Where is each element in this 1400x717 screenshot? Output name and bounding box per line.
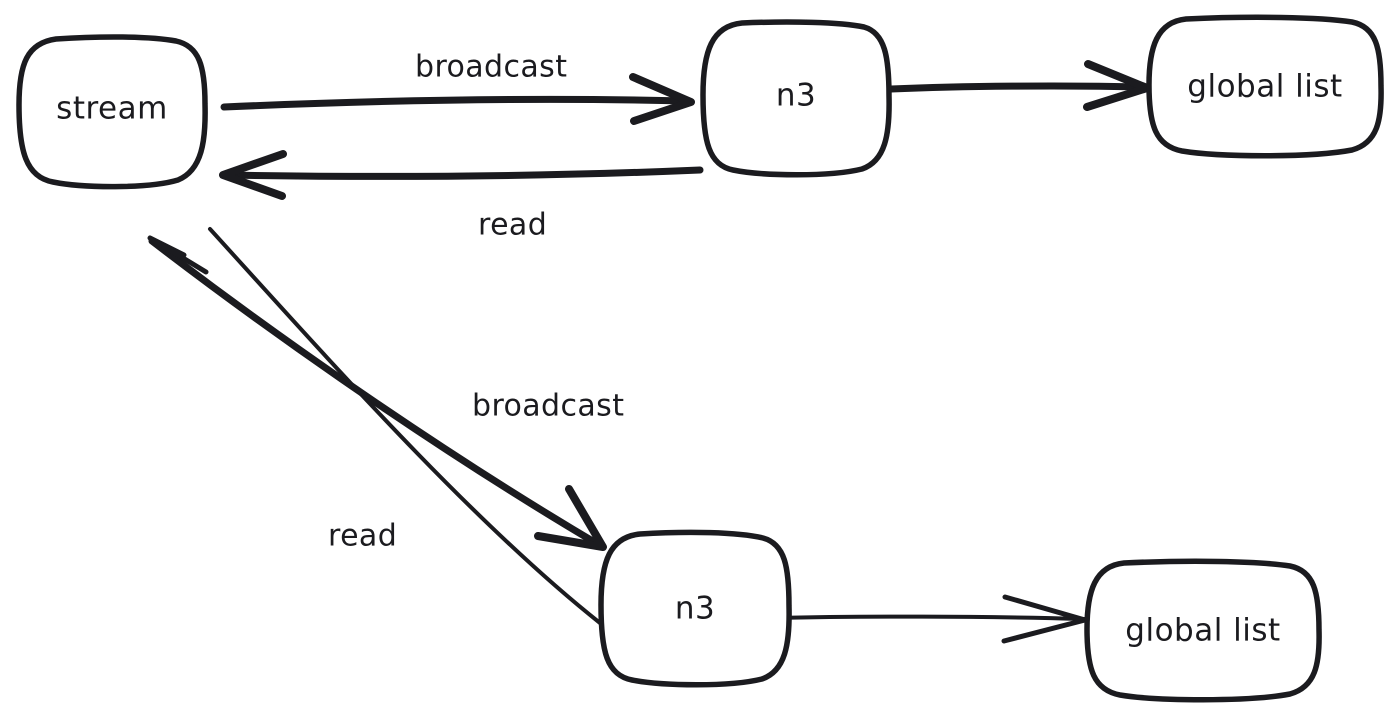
edge-n3bot-globalbot[interactable]: [771, 594, 1088, 644]
arrowhead-icon: [219, 150, 287, 200]
node-n3-bottom[interactable]: n3: [598, 529, 792, 688]
node-label-stream: stream: [56, 91, 168, 127]
arrowhead-icon: [534, 485, 607, 551]
node-stream[interactable]: stream: [16, 34, 208, 190]
edge-line: [208, 227, 602, 625]
node-label-global-list-bottom: global list: [1125, 613, 1280, 649]
edge-label-broadcast-bottom: broadcast: [472, 389, 624, 424]
edge-n3top-globaltop[interactable]: [887, 60, 1151, 111]
edge-line: [148, 237, 605, 550]
node-global-list-top[interactable]: global list: [1146, 14, 1384, 159]
edge-line: [220, 95, 692, 111]
arrowhead-icon: [629, 73, 695, 125]
node-label-n3-top: n3: [776, 78, 816, 114]
node-shape: [1084, 558, 1322, 703]
edge-n3top-read-stream[interactable]: read: [219, 150, 704, 243]
node-label-global-list-top: global list: [1187, 69, 1342, 105]
edge-label-broadcast-top: broadcast: [415, 50, 567, 85]
arrowhead-icon: [147, 235, 209, 275]
edge-stream-broadcast-n3top[interactable]: broadcast: [220, 50, 695, 125]
edge-label-read-top: read: [478, 208, 547, 243]
node-shape: [700, 19, 892, 178]
node-global-list-bottom[interactable]: global list: [1084, 558, 1322, 703]
node-n3-top[interactable]: n3: [700, 19, 892, 178]
edge-n3bot-read-stream[interactable]: read: [147, 227, 602, 625]
node-shape: [1146, 14, 1384, 159]
node-shape: [598, 529, 792, 688]
edge-label-read-bottom: read: [328, 519, 397, 554]
edge-line: [222, 166, 704, 180]
edge-line: [771, 614, 1086, 621]
edge-stream-broadcast-n3bot[interactable]: broadcast: [148, 237, 624, 551]
edge-line: [887, 82, 1150, 93]
node-shape: [16, 34, 208, 190]
node-label-n3-bottom: n3: [675, 591, 715, 627]
